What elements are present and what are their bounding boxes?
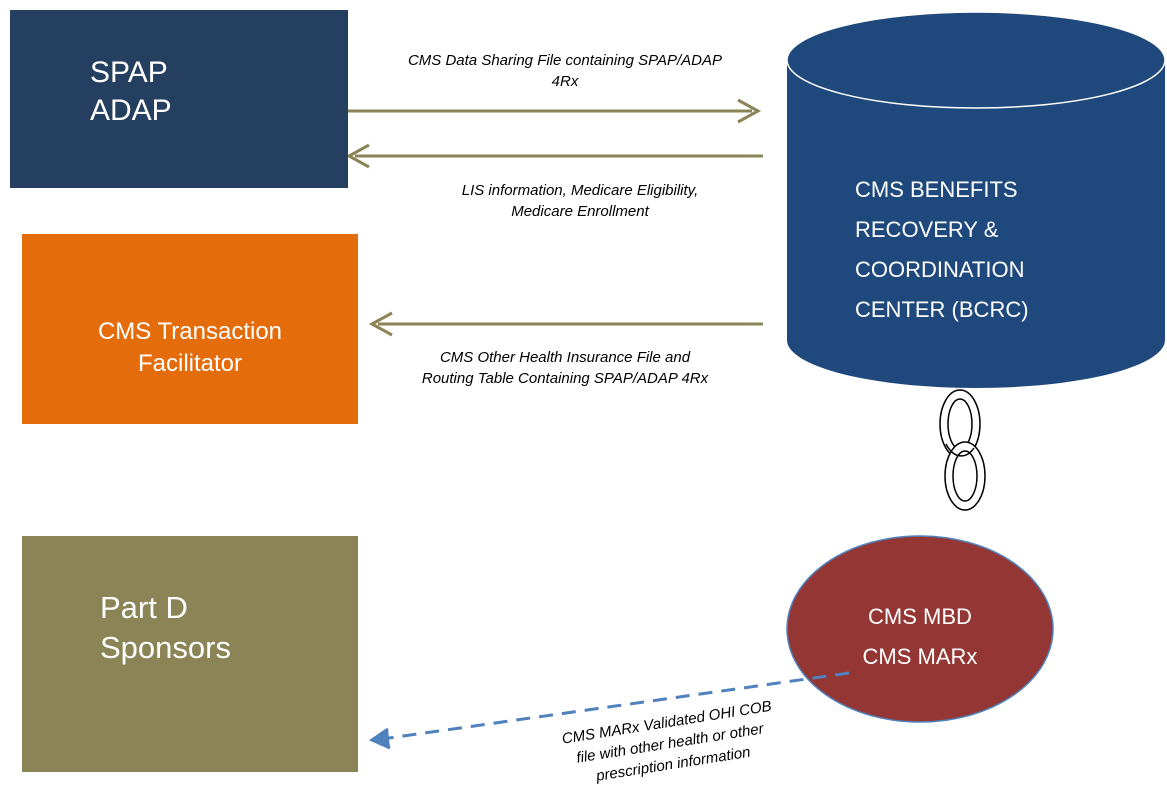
part-d-sponsors-label: Part D Sponsors bbox=[100, 590, 231, 665]
transaction-facilitator-label: CMS Transaction Facilitator bbox=[97, 318, 283, 377]
bcrc-label: CMS BENEFITS RECOVERY & COORDINATION CEN… bbox=[855, 177, 1029, 322]
data-sharing-arrow-label: CMS Data Sharing File containing SPAP/AD… bbox=[407, 52, 723, 90]
marx-system-ellipse bbox=[786, 535, 1054, 723]
part-d-sponsors-box: Part D Sponsors bbox=[22, 536, 358, 772]
ohi-file-arrow-label: CMS Other Health Insurance File and Rout… bbox=[421, 349, 709, 387]
bcrc-database-cylinder bbox=[786, 11, 1166, 388]
spap-adap-label: SPAP ADAP bbox=[90, 56, 172, 127]
chain-link-icon bbox=[939, 389, 986, 511]
transaction-facilitator-box: CMS Transaction Facilitator bbox=[22, 234, 358, 424]
marx-file-arrow bbox=[368, 671, 850, 750]
ohi-file-arrow bbox=[368, 311, 763, 337]
data-sharing-arrow bbox=[348, 98, 762, 124]
lis-info-arrow bbox=[345, 143, 763, 169]
spap-adap-box: SPAP ADAP bbox=[10, 10, 348, 188]
lis-info-arrow-label: LIS information, Medicare Eligibility, M… bbox=[461, 182, 699, 220]
marx-label: CMS MBD CMS MARx bbox=[862, 604, 978, 669]
